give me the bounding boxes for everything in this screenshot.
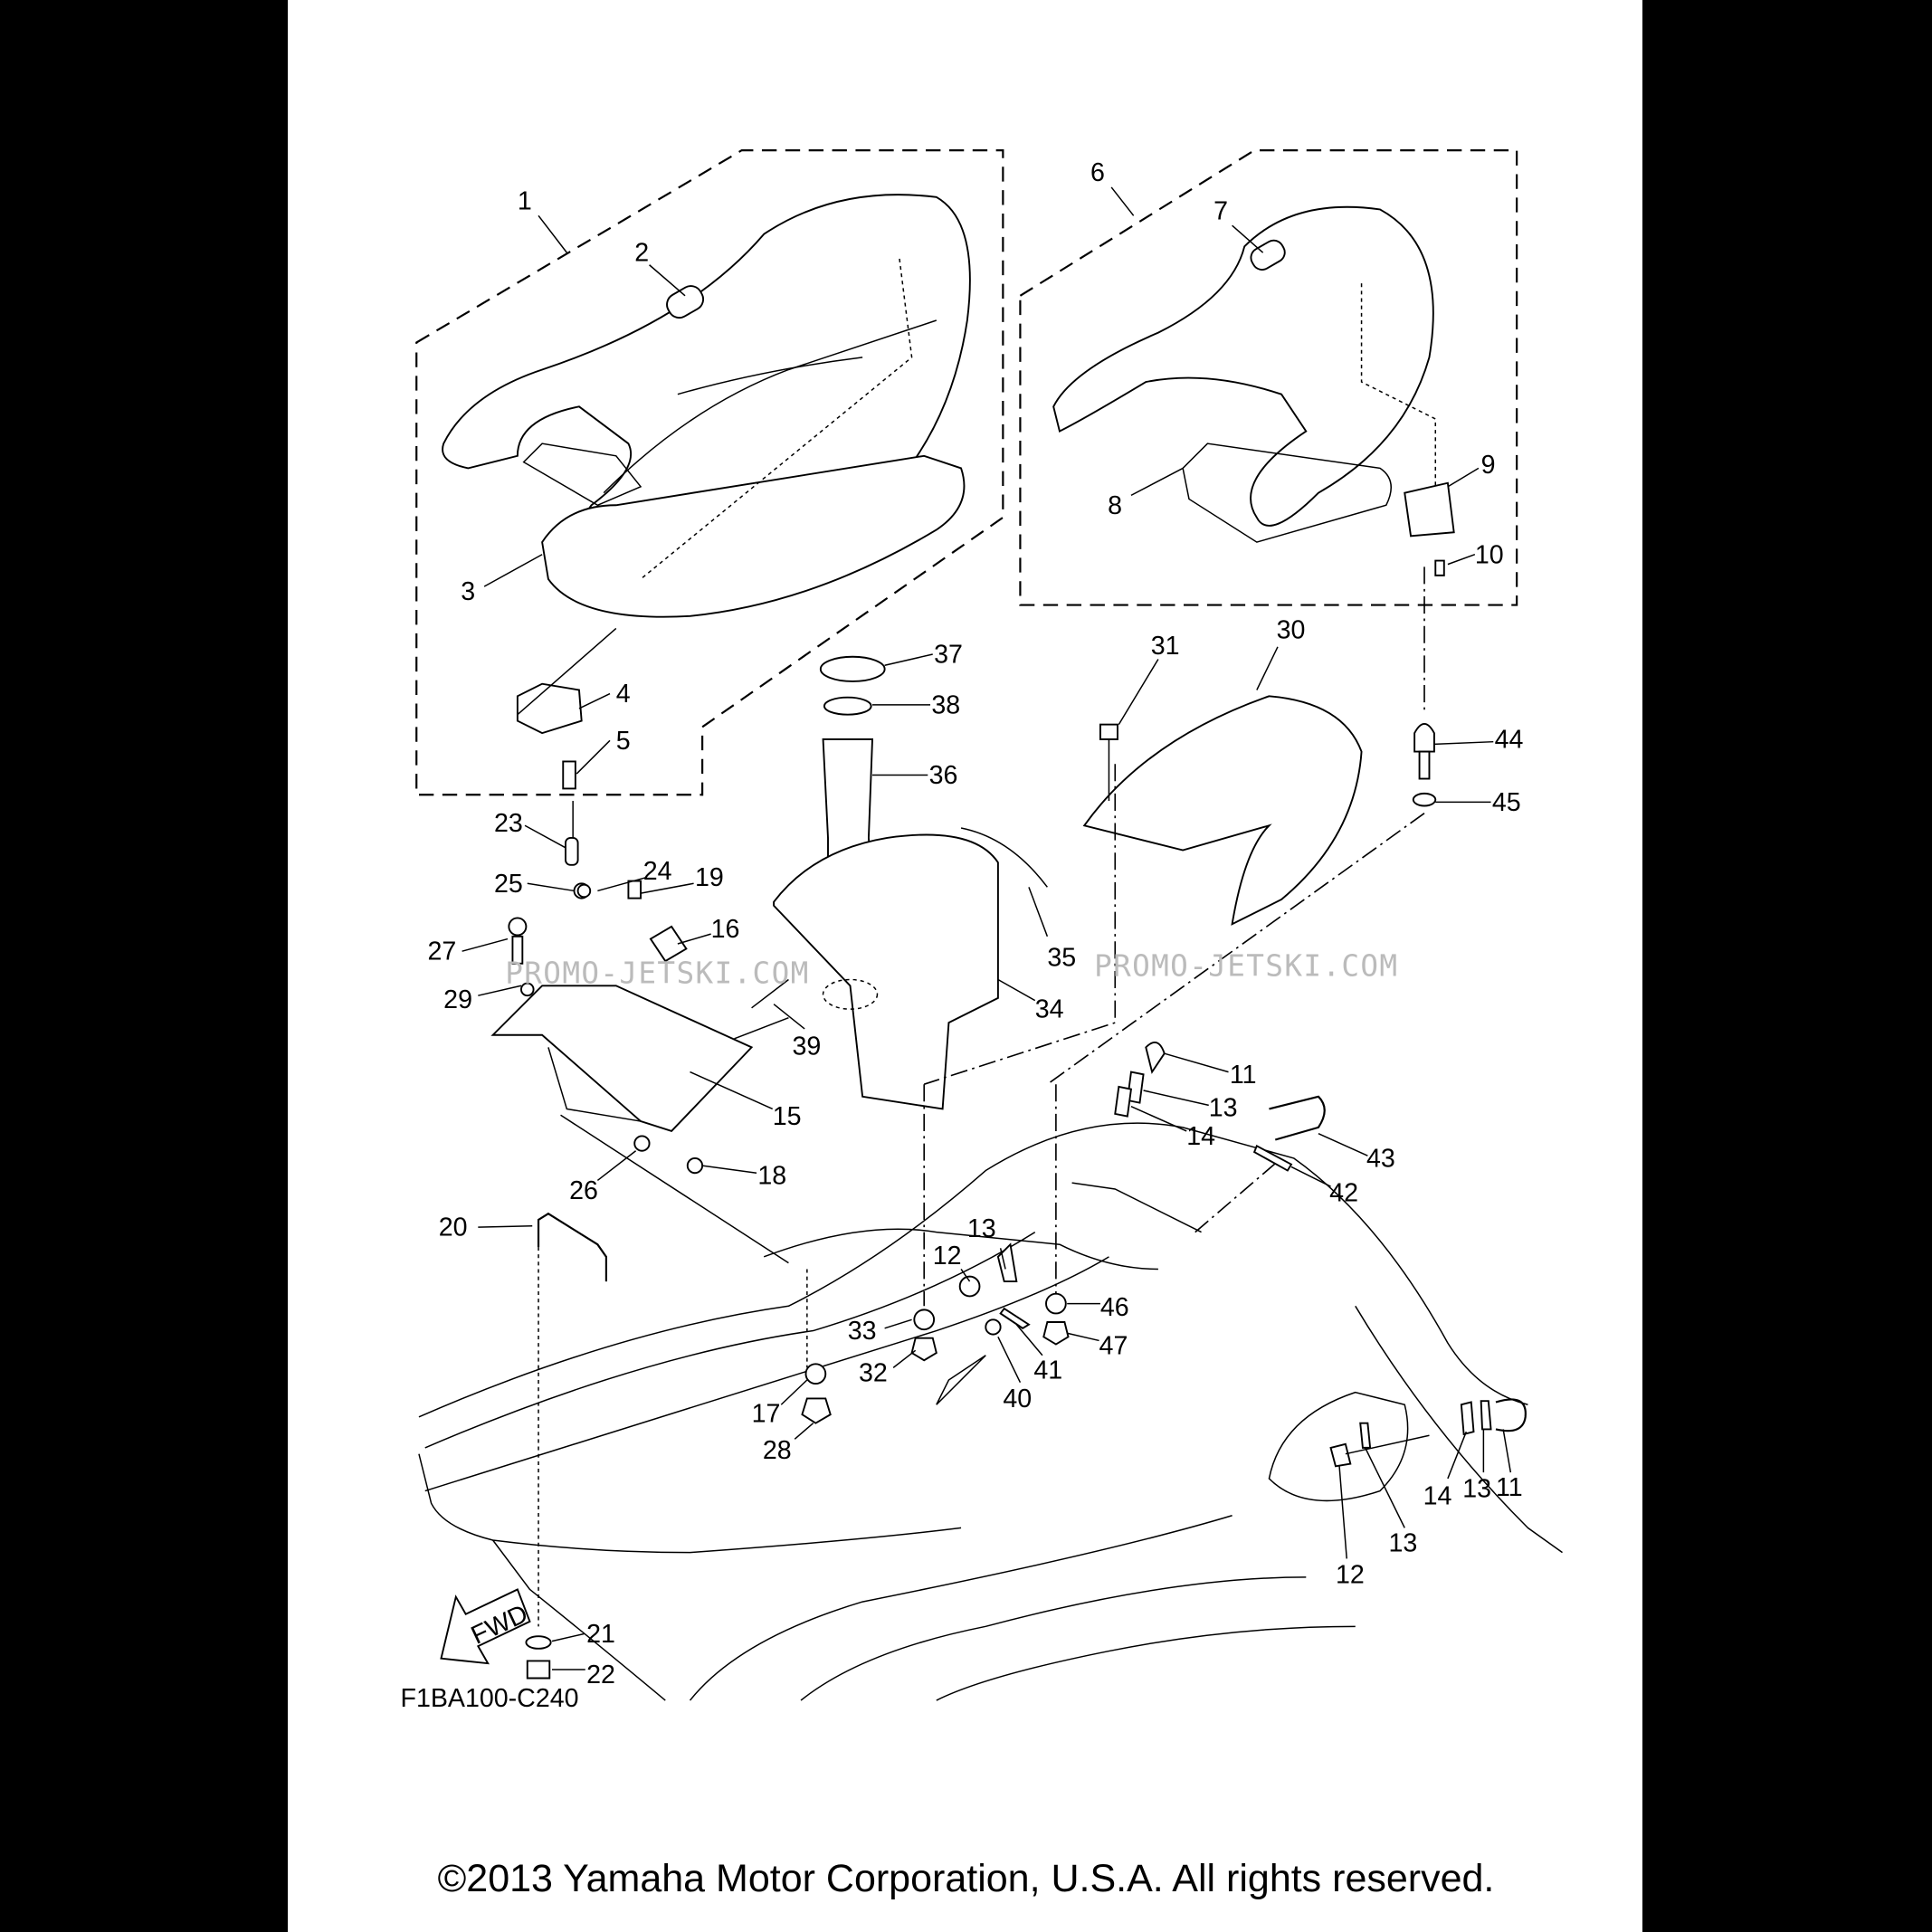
callout-13: 13 bbox=[1209, 1094, 1238, 1123]
callout-26: 26 bbox=[569, 1176, 598, 1205]
callout-36: 36 bbox=[929, 761, 958, 790]
rear-tray bbox=[1082, 695, 1363, 926]
storage-bracket bbox=[490, 985, 754, 1133]
callout-33: 33 bbox=[848, 1317, 877, 1346]
callout-6: 6 bbox=[1090, 158, 1105, 187]
callout-45: 45 bbox=[1492, 788, 1521, 817]
callout-9: 9 bbox=[1481, 451, 1496, 480]
callout-32: 32 bbox=[859, 1358, 888, 1387]
callout-39: 39 bbox=[793, 1033, 822, 1061]
rear-seat bbox=[1052, 205, 1455, 576]
callout-21: 21 bbox=[586, 1620, 615, 1649]
callout-13d: 13 bbox=[1389, 1528, 1418, 1557]
callout-12b: 12 bbox=[1336, 1561, 1365, 1590]
callout-38: 38 bbox=[931, 690, 960, 719]
callout-13b: 13 bbox=[967, 1214, 996, 1243]
callout-40: 40 bbox=[1003, 1385, 1032, 1413]
copyright-notice: ©2013 Yamaha Motor Corporation, U.S.A. A… bbox=[437, 1857, 1495, 1900]
callout-14b: 14 bbox=[1423, 1482, 1452, 1511]
callout-4: 4 bbox=[616, 680, 631, 709]
callout-14: 14 bbox=[1186, 1122, 1215, 1151]
callout-10: 10 bbox=[1475, 540, 1504, 569]
grab-handle bbox=[537, 1212, 607, 1282]
seat-latch bbox=[516, 682, 583, 735]
callout-labels: 1 2 3 4 5 6 7 8 9 10 30 31 37 38 36 44 4… bbox=[427, 158, 1523, 1689]
callout-42: 42 bbox=[1329, 1179, 1358, 1208]
diagram-code: F1BA100-C240 bbox=[401, 1684, 579, 1713]
callout-28: 28 bbox=[763, 1436, 792, 1465]
callout-5: 5 bbox=[616, 727, 631, 756]
callout-31: 31 bbox=[1151, 632, 1180, 661]
callout-17: 17 bbox=[752, 1399, 781, 1428]
callout-3: 3 bbox=[461, 577, 475, 606]
callout-24: 24 bbox=[643, 857, 672, 886]
callout-46: 46 bbox=[1100, 1293, 1129, 1322]
callout-34: 34 bbox=[1035, 995, 1064, 1024]
callout-12: 12 bbox=[933, 1242, 962, 1271]
callout-7: 7 bbox=[1213, 196, 1228, 225]
callout-43: 43 bbox=[1366, 1144, 1395, 1173]
callout-8: 8 bbox=[1108, 491, 1122, 520]
leader-lines bbox=[462, 186, 1512, 1670]
callout-23: 23 bbox=[494, 809, 523, 838]
callout-20: 20 bbox=[439, 1213, 468, 1242]
front-seat bbox=[442, 194, 971, 618]
callout-30: 30 bbox=[1277, 615, 1306, 644]
callout-29: 29 bbox=[443, 985, 472, 1014]
storage-box bbox=[773, 833, 999, 1110]
callout-25: 25 bbox=[494, 870, 523, 899]
callout-37: 37 bbox=[934, 641, 963, 670]
callout-22: 22 bbox=[586, 1661, 615, 1689]
hull bbox=[418, 1122, 1563, 1701]
callout-15: 15 bbox=[773, 1102, 802, 1131]
watermark: PROMO-JETSKI.COM bbox=[505, 956, 809, 991]
callout-41: 41 bbox=[1033, 1356, 1062, 1385]
callout-19: 19 bbox=[695, 863, 724, 892]
callout-27: 27 bbox=[427, 937, 456, 966]
fwd-arrow: FWD bbox=[440, 1588, 532, 1665]
callout-18: 18 bbox=[757, 1162, 786, 1191]
callout-35: 35 bbox=[1047, 944, 1076, 973]
callout-47: 47 bbox=[1099, 1331, 1128, 1360]
callout-1: 1 bbox=[518, 186, 532, 215]
callout-11: 11 bbox=[1230, 1061, 1257, 1090]
watermark-2: PROMO-JETSKI.COM bbox=[1094, 948, 1398, 983]
callout-11b: 11 bbox=[1496, 1473, 1523, 1502]
callout-2: 2 bbox=[634, 239, 649, 268]
callout-13c: 13 bbox=[1462, 1474, 1491, 1503]
callout-16: 16 bbox=[711, 915, 740, 944]
filler-cap bbox=[819, 655, 886, 682]
callout-44: 44 bbox=[1495, 725, 1524, 754]
